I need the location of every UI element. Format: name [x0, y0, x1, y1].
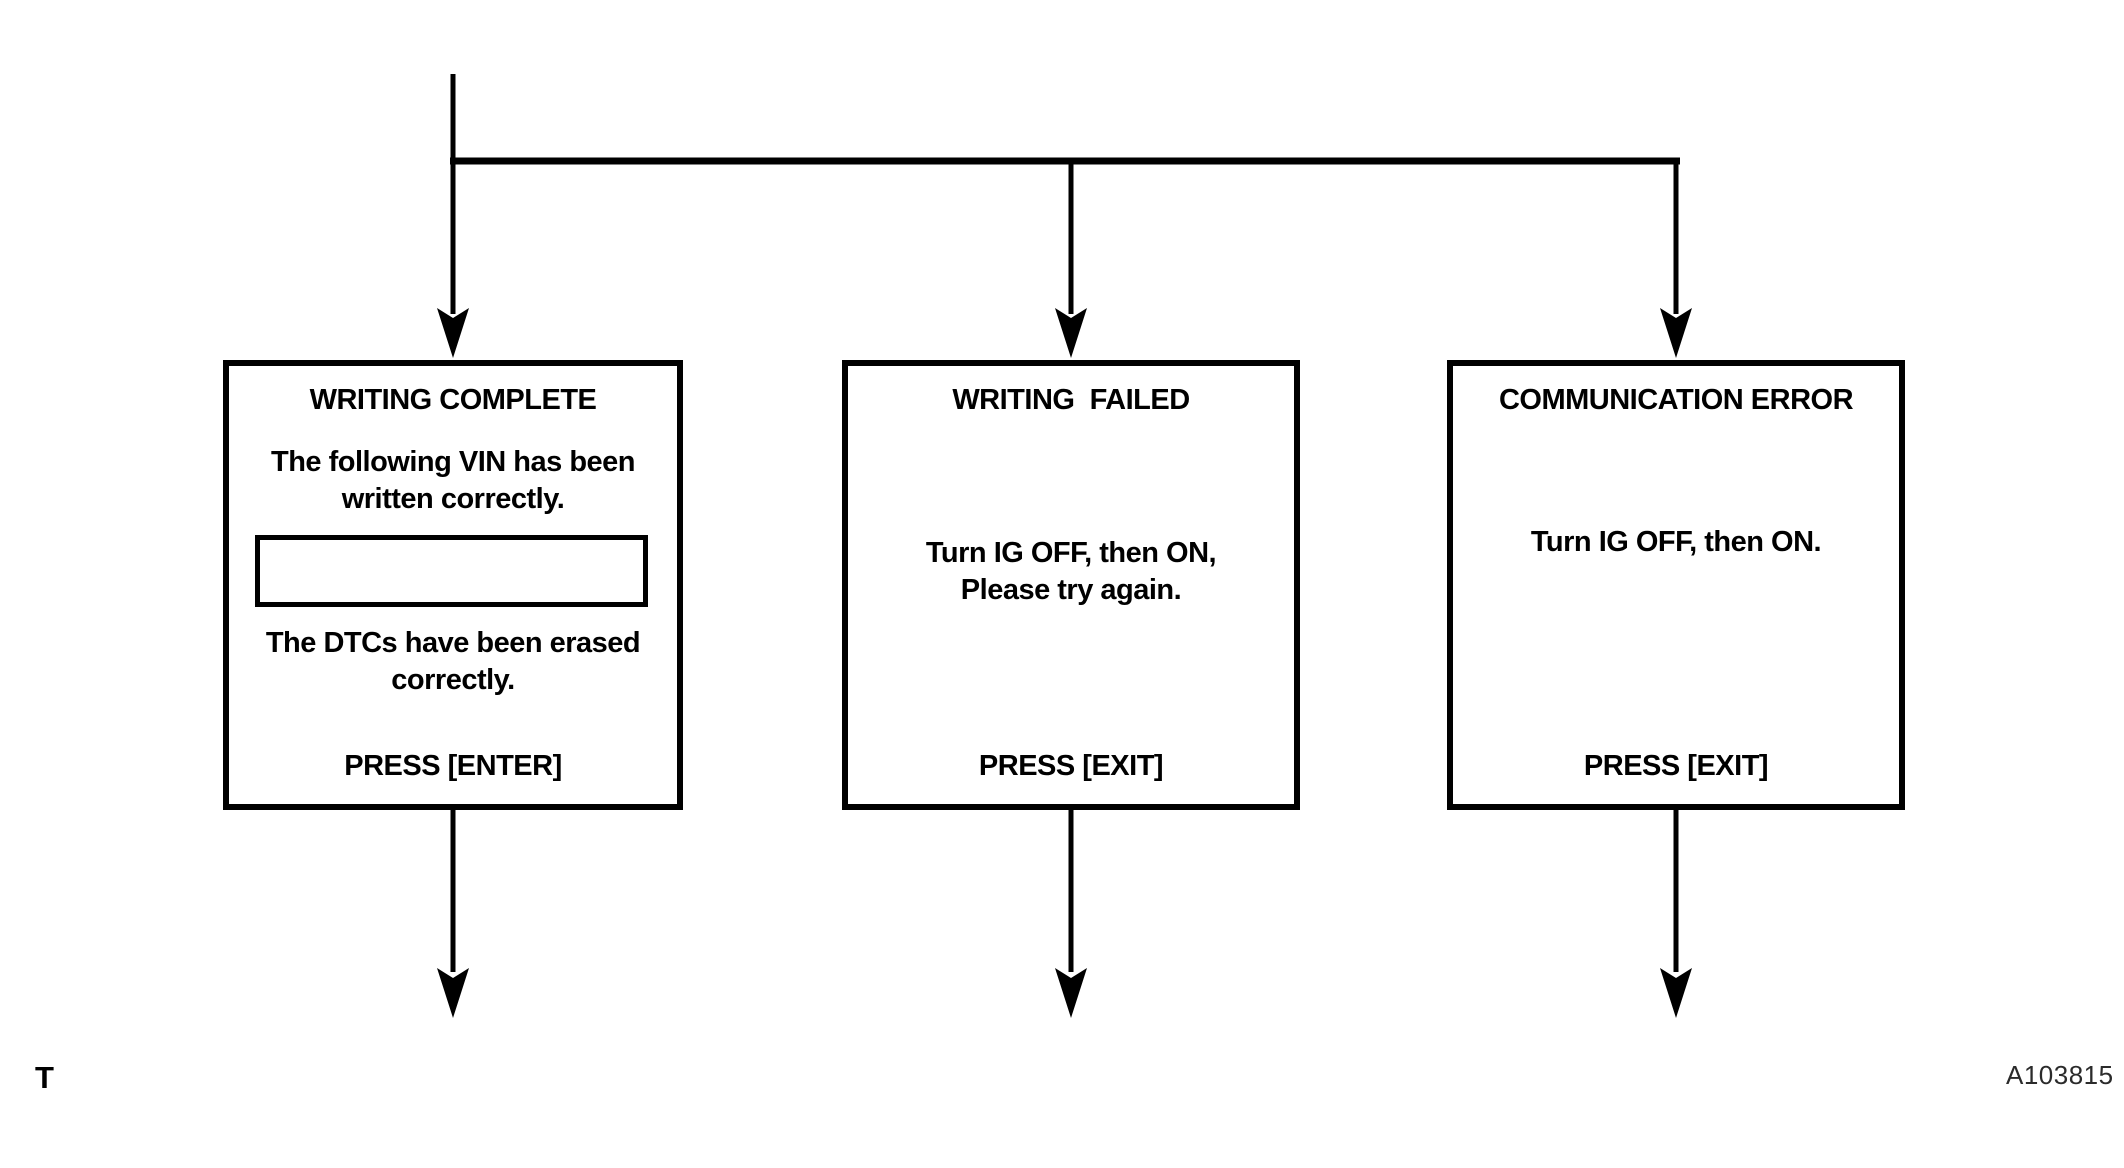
node-body-text: The following VIN has been written corre…: [270, 446, 636, 515]
arrowhead-down-right: [1660, 308, 1692, 358]
node-writing-complete: WRITING COMPLETE The following VIN has b…: [223, 360, 683, 810]
node-title: WRITING COMPLETE: [309, 384, 597, 416]
arrowhead-down-middle: [1055, 308, 1087, 358]
arrowhead-down-left: [437, 308, 469, 358]
vin-display-field: [255, 535, 648, 607]
node-body-text: Turn IG OFF, then ON.: [1530, 526, 1822, 558]
node-communication-error: COMMUNICATION ERROR Turn IG OFF, then ON…: [1447, 360, 1905, 810]
node-action-label: PRESS [ENTER]: [344, 750, 562, 782]
node-body-text: The DTCs have been erased correctly.: [265, 627, 641, 696]
exit-arrowhead-right: [1660, 968, 1692, 1018]
node-title: COMMUNICATION ERROR: [1498, 384, 1854, 416]
exit-arrowhead-middle: [1055, 968, 1087, 1018]
node-writing-failed: WRITING FAILED Turn IG OFF, then ON, Ple…: [842, 360, 1300, 810]
page-marker-label: T: [35, 1060, 54, 1095]
node-action-label: PRESS [EXIT]: [1583, 750, 1769, 782]
exit-arrowhead-left: [437, 968, 469, 1018]
node-action-label: PRESS [EXIT]: [978, 750, 1164, 782]
node-title: WRITING FAILED: [952, 384, 1190, 416]
figure-code-label: A103815: [2006, 1060, 2114, 1090]
node-body-text: Turn IG OFF, then ON, Please try again.: [925, 537, 1217, 606]
